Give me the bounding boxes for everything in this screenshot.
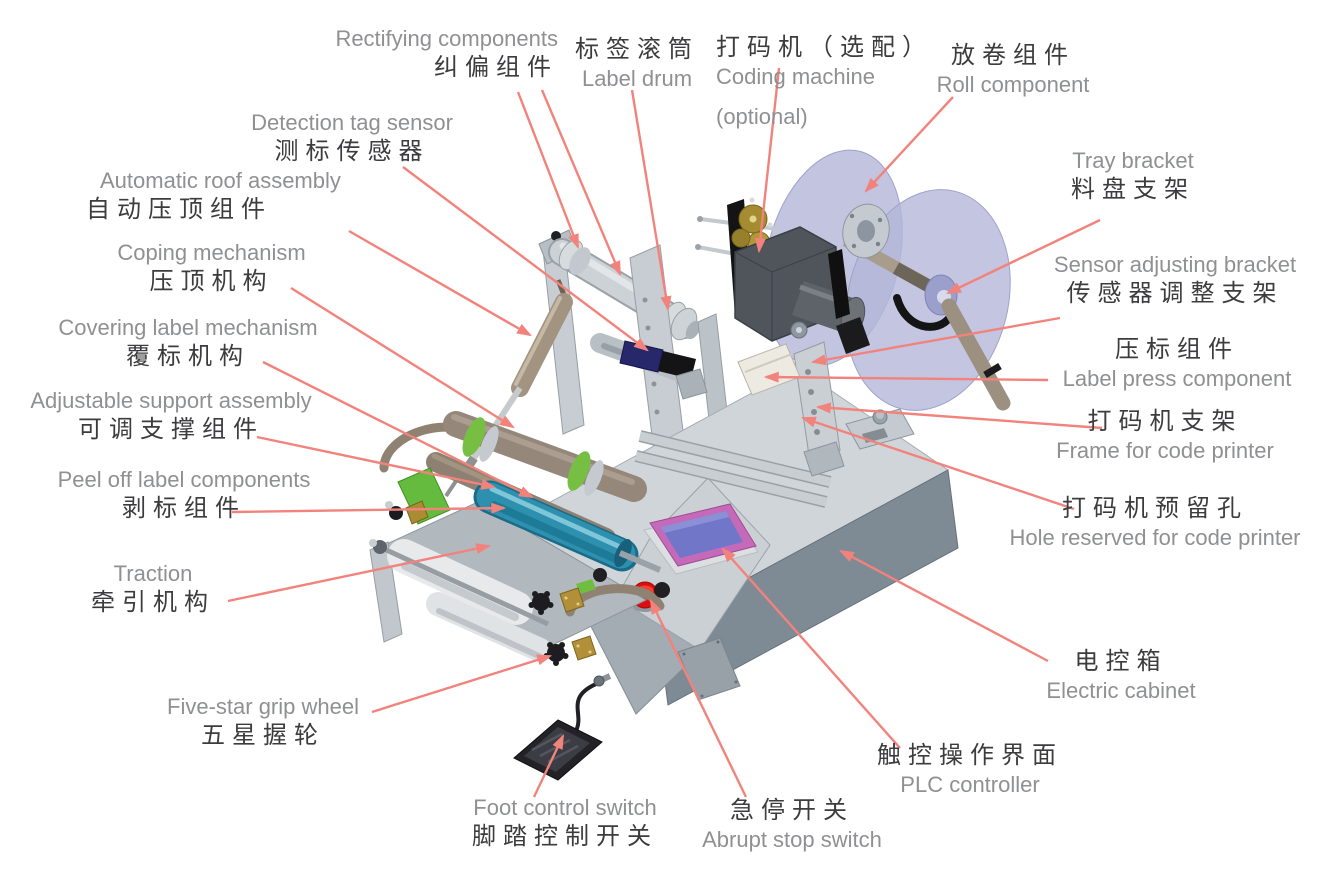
leader-rectifying-a xyxy=(516,91,580,250)
coding-machine-unit xyxy=(695,197,870,354)
leader-electric-cabinet xyxy=(839,549,1049,663)
leader-roll-component xyxy=(864,96,954,193)
leader-sensor-adjusting xyxy=(810,316,1061,366)
leader-tray-bracket xyxy=(945,218,1101,295)
leader-code-printer-hole xyxy=(800,416,1075,511)
peel-off-roller xyxy=(476,482,636,569)
feed-rails xyxy=(634,341,845,508)
leader-label-drum xyxy=(630,89,672,312)
leader-five-star xyxy=(371,654,553,714)
leader-abrupt-stop xyxy=(649,598,748,798)
clamp-handle xyxy=(893,294,954,331)
code-printer-frame xyxy=(803,441,845,477)
green-ring xyxy=(462,417,486,457)
leader-coping xyxy=(290,286,515,429)
leader-detection-sensor xyxy=(402,166,649,352)
green-ring xyxy=(567,451,591,491)
leader-automatic-roof xyxy=(348,229,532,337)
covering-roller xyxy=(443,411,647,502)
leader-covering-label xyxy=(262,360,535,499)
upper-frame xyxy=(538,229,729,469)
foot-pedal xyxy=(513,673,612,781)
leader-peel-off xyxy=(231,502,507,514)
leader-lines xyxy=(227,67,1103,798)
leader-rectifying-b xyxy=(540,89,622,277)
leader-code-printer-frame xyxy=(815,402,1103,430)
labeling-head xyxy=(369,279,670,666)
leader-label-press xyxy=(763,371,1049,383)
leader-traction xyxy=(227,543,492,603)
detection-tag-sensor xyxy=(619,340,664,373)
leader-plc-controller xyxy=(721,547,901,749)
coping-cylinder xyxy=(511,293,573,397)
tray-support-arm xyxy=(941,298,1011,411)
leader-adjustable-support xyxy=(256,435,497,490)
leader-foot-switch xyxy=(532,733,565,798)
leader-coding-machine xyxy=(754,67,781,254)
